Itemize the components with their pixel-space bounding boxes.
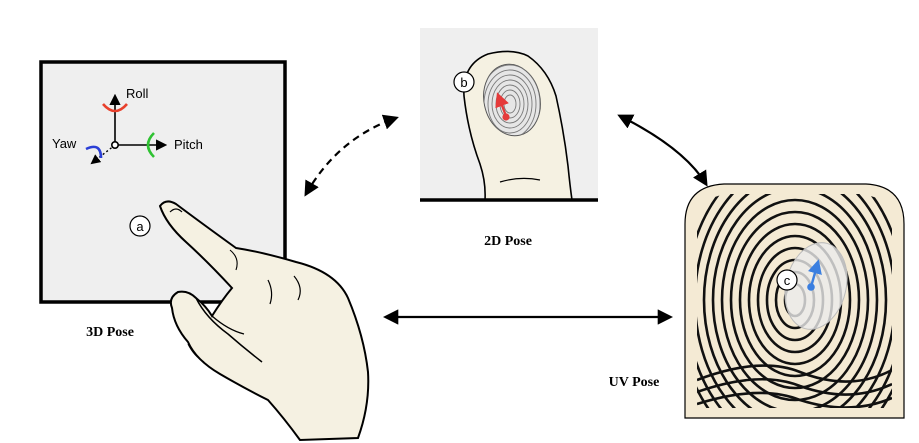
caption-2d-pose: 2D Pose bbox=[484, 234, 532, 249]
fingerprint-2d bbox=[479, 63, 541, 142]
pose-uv-panel: c bbox=[684, 183, 905, 419]
marker-b bbox=[453, 71, 475, 93]
pitch-arc-icon bbox=[146, 132, 155, 158]
fingerprint-uv bbox=[697, 194, 892, 408]
pose-2d-arrow bbox=[495, 92, 509, 117]
marker-c-label: c bbox=[784, 273, 791, 288]
pose-2d-panel: b bbox=[420, 28, 598, 202]
axis-frame bbox=[85, 93, 168, 165]
caption-3d-pose: 3D Pose bbox=[86, 325, 134, 340]
pitch-label: Pitch bbox=[174, 137, 203, 152]
hand-illustration bbox=[158, 200, 370, 442]
marker-a-label: a bbox=[136, 219, 144, 234]
arrow-2d-uv bbox=[617, 114, 708, 187]
pose-2d-dot bbox=[502, 113, 510, 121]
pose-3d-panel: Roll Pitch Yaw a bbox=[39, 60, 287, 304]
roll-arc-icon bbox=[102, 103, 128, 113]
marker-c bbox=[776, 269, 798, 291]
uv-arrow bbox=[807, 259, 822, 288]
caption-uv-pose: UV Pose bbox=[609, 375, 660, 390]
marker-a bbox=[129, 215, 151, 237]
yaw-label: Yaw bbox=[52, 136, 77, 151]
roll-label: Roll bbox=[126, 86, 149, 101]
marker-b-label: b bbox=[460, 75, 467, 90]
arrow-3d-2d bbox=[304, 114, 399, 197]
uv-dot bbox=[807, 283, 815, 291]
yaw-arc-icon bbox=[85, 145, 103, 159]
axis-origin bbox=[111, 141, 120, 150]
